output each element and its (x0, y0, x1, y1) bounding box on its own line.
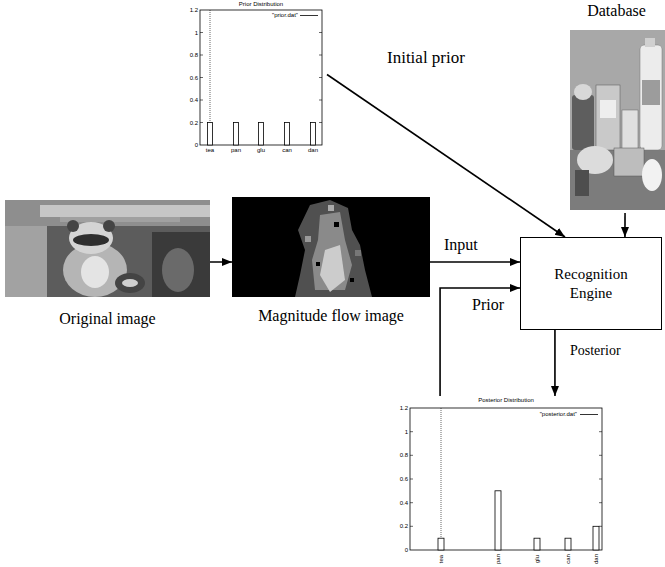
prior-chart-plot (200, 10, 322, 145)
flow-arrow (624, 213, 626, 237)
category-label: dan (308, 147, 318, 154)
category-label: glu (257, 147, 265, 154)
axis-tick: 1 (405, 428, 408, 435)
category-label: can (282, 147, 292, 154)
image-panel: Database (568, 2, 665, 213)
category-label: can (565, 554, 572, 564)
box-label: Recognition Engine (546, 265, 636, 303)
chart-panel: Prior Distribution "prior.dat" 1.2 1 0.8 0.6 0… (185, 0, 327, 152)
axis-tick: 0 (195, 142, 198, 149)
axis-tick: 0.4 (400, 499, 408, 506)
edge-label: Prior (470, 296, 506, 314)
flow-arrow (554, 330, 556, 396)
flow-arrow (440, 288, 520, 396)
category-label: pan (231, 147, 241, 154)
edge-label: Initial prior (385, 48, 467, 68)
posterior-chart-plot (410, 408, 602, 550)
category-label: glu (534, 555, 541, 563)
axis-tick: 0 (405, 547, 408, 554)
image-panel: Magnitude flow image (232, 197, 430, 330)
panel-heading: Database (587, 2, 646, 20)
category-label: tea (206, 147, 214, 154)
image-caption: Original image (59, 310, 155, 328)
axis-tick: 1.2 (190, 7, 198, 14)
flow-arrow (210, 261, 232, 263)
category-label: tea (438, 555, 445, 563)
database-photo (570, 30, 665, 210)
axis-tick: 0.8 (190, 52, 198, 59)
axis-tick: 0.2 (190, 119, 198, 126)
axis-tick: 1 (195, 29, 198, 36)
edge-label: Posterior (568, 343, 623, 359)
image-panel: Original image (5, 200, 210, 330)
image-caption: Magnitude flow image (258, 307, 404, 325)
axis-tick: 1.2 (400, 405, 408, 412)
chart-title: Posterior Distribution (478, 397, 534, 404)
axis-tick: 0.6 (190, 74, 198, 81)
category-label: pan (495, 554, 502, 564)
chart-title: Prior Distribution (239, 1, 283, 8)
chart-panel: Posterior Distribution "posterior.dat" 1.2… (393, 396, 605, 566)
axis-tick: 0.4 (190, 97, 198, 104)
axis-tick: 0.8 (400, 452, 408, 459)
flow-magnitude-image (232, 197, 430, 297)
edge-label: Input (442, 236, 480, 254)
legend-text: "posterior.dat" (540, 411, 577, 418)
axis-tick: 0.2 (400, 523, 408, 530)
category-label: dan (593, 554, 600, 564)
flow-arrow (430, 261, 520, 263)
legend-text: "prior.dat" (272, 12, 298, 19)
axis-tick: 0.6 (400, 476, 408, 483)
process-box: Recognition Engine (520, 237, 662, 330)
original-photo (5, 200, 210, 297)
flow-arrow (327, 74, 565, 237)
